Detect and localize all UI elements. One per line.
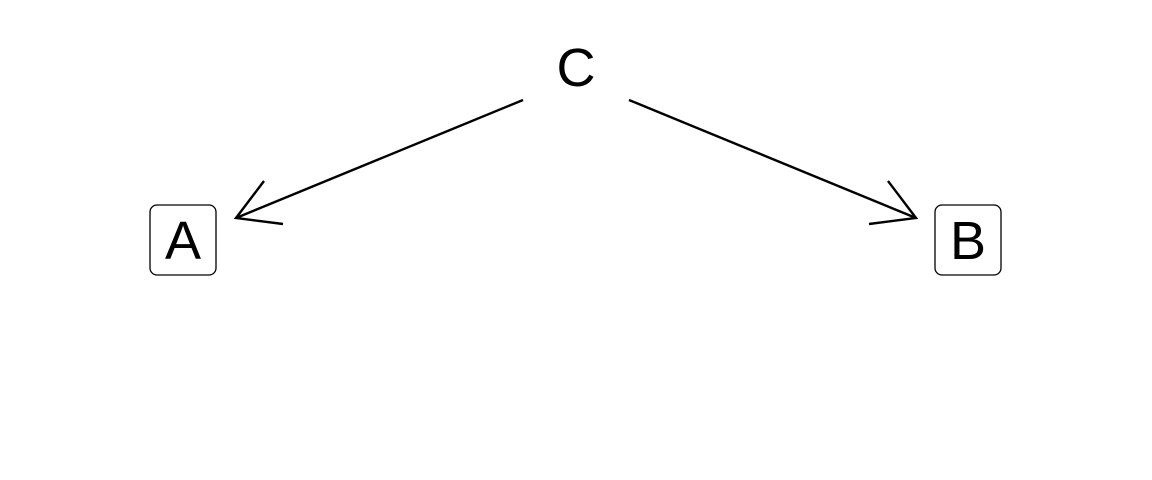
arrowhead-a: [233, 180, 284, 226]
node-c-label: C: [557, 38, 596, 98]
node-a-box: [149, 204, 217, 276]
node-a-label: A: [165, 211, 201, 271]
arrowhead-b: [868, 180, 919, 226]
node-b: B: [934, 204, 1002, 276]
edge-c-to-b: [628, 98, 919, 226]
edge-line-c-to-b: [628, 98, 917, 220]
edge-line-c-to-a: [235, 98, 524, 220]
edge-c-to-a: [233, 98, 524, 226]
node-a: A: [149, 204, 217, 276]
node-b-box: [934, 204, 1002, 276]
node-c: C: [557, 38, 596, 98]
node-b-label: B: [950, 211, 986, 271]
